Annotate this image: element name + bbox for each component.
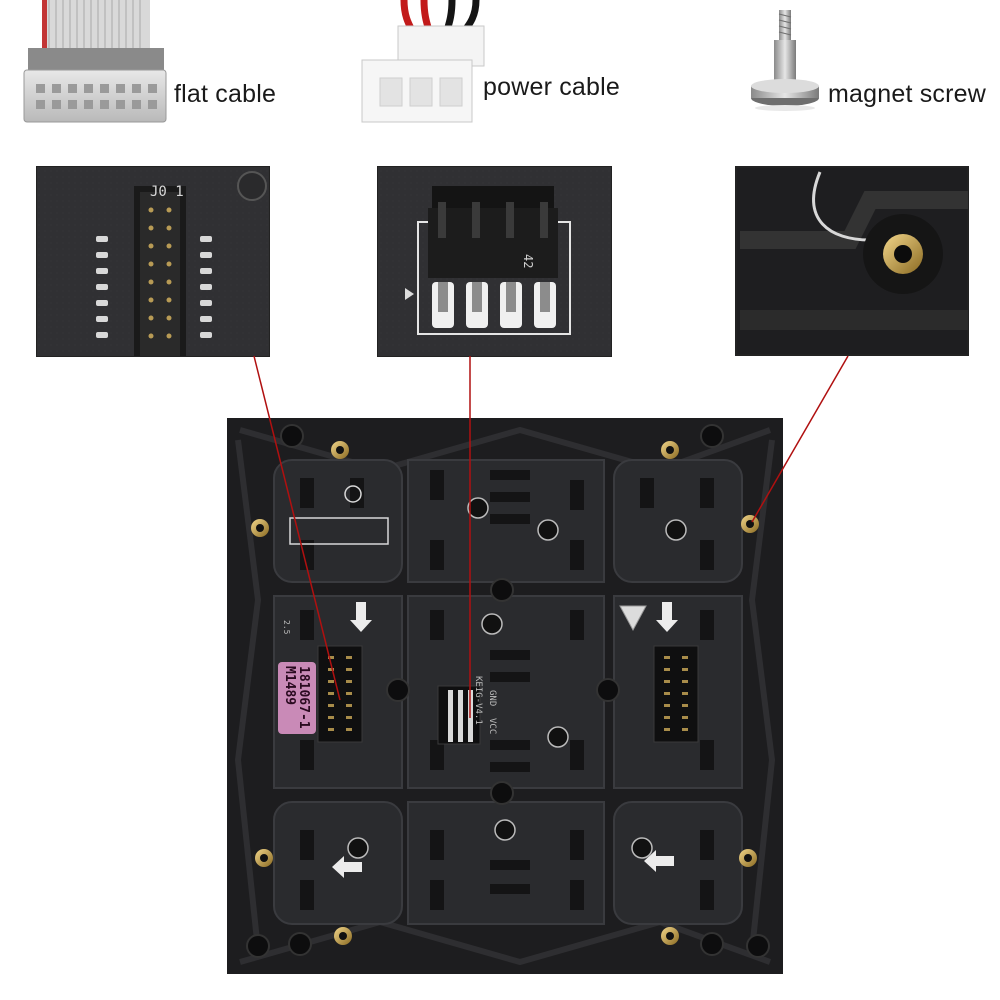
sticker-line-1: 181067-1 [296, 666, 311, 729]
magnet-screw-label: magnet screw [828, 80, 987, 108]
flat-cable-image [23, 0, 167, 123]
ribbon-header-silk: J0 1 [150, 184, 184, 200]
silk-vcc: VCC [487, 718, 497, 734]
power-cable-image [361, 0, 485, 123]
leader-line-ribbon [253, 355, 341, 701]
panel-sticker: 181067-1 M1489 [278, 662, 316, 734]
sticker-line-2: M1489 [282, 666, 297, 705]
hub-label: KEIG-V4.1 [473, 676, 483, 725]
ribbon-header-zoom: J0 1 [36, 166, 270, 357]
magnet-screw-image [751, 10, 819, 111]
pitch-mark: 2.5 [282, 620, 291, 635]
power-cable-label: power cable [483, 73, 621, 101]
panel-input-header [317, 645, 363, 743]
led-panel-back: 181067-1 M1489 KEIG-V4.1 GND VCC 2.5 [227, 418, 783, 974]
silk-gnd: GND [487, 690, 497, 706]
flat-cable-label: flat cable [174, 80, 277, 108]
power-header-zoom: 42 [377, 166, 612, 357]
leader-lines [253, 355, 849, 718]
leader-line-magnet [751, 355, 849, 523]
magnet-hole-zoom [735, 166, 969, 356]
power-header-silk: 42 [521, 254, 535, 268]
panel-output-header [653, 645, 699, 743]
